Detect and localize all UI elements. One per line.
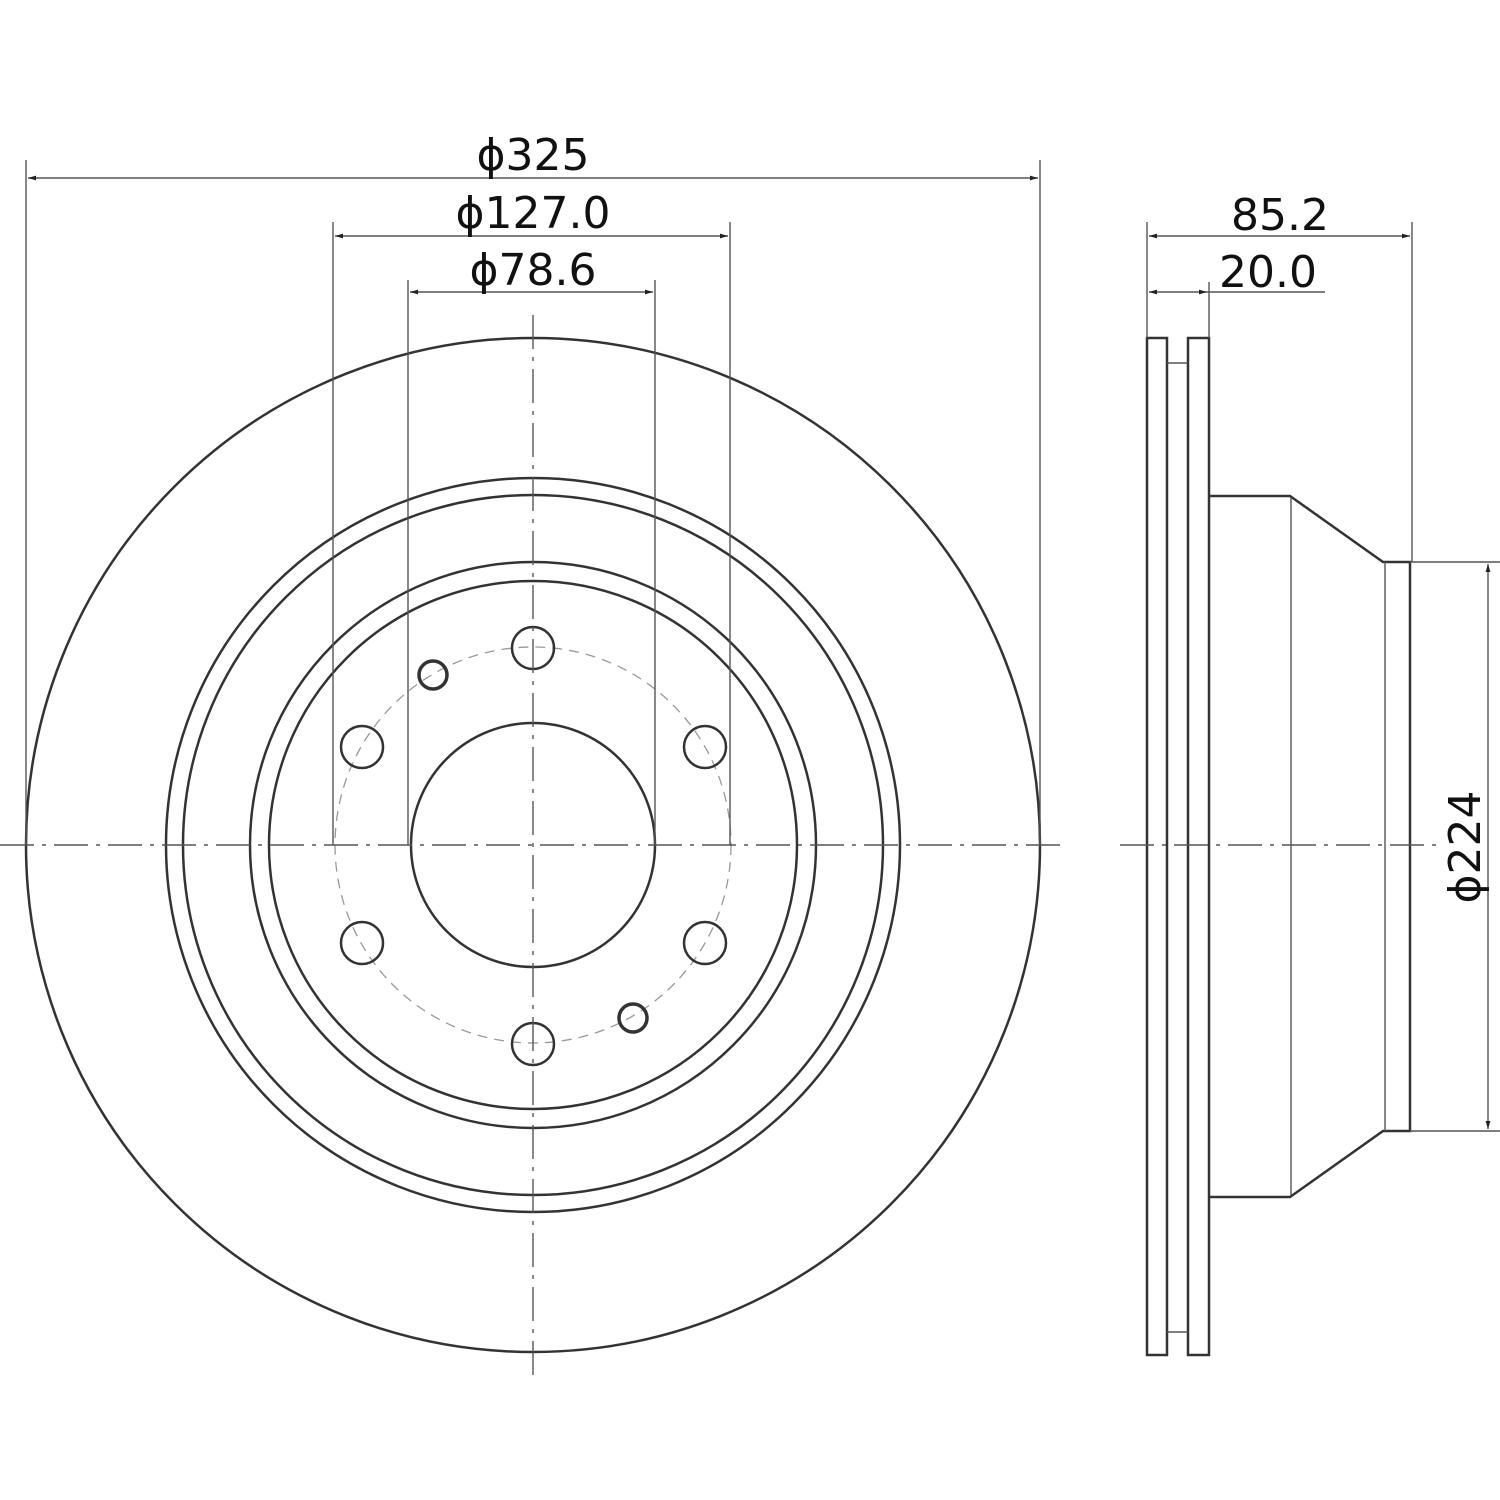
hat-profile [1209, 494, 1412, 1199]
dimension-bolt-circle: ϕ127.0 [456, 188, 611, 239]
bolt-hole [339, 724, 385, 770]
dimension-center-bore: ϕ78.6 [470, 245, 597, 296]
dimension-total-height: 85.2 [1231, 190, 1329, 241]
hub-face-edge [267, 579, 799, 1111]
outer-friction-plate [1145, 336, 1169, 1357]
front-view: ϕ325 ϕ127.0 ϕ78.6 [0, 130, 1065, 1380]
bolt-hole [339, 920, 385, 966]
dimension-thickness: 20.0 [1219, 247, 1317, 298]
inner-friction-plate [1186, 336, 1211, 1357]
bolt-hole [682, 920, 728, 966]
dimension-outer-diameter: ϕ325 [476, 130, 589, 181]
bolt-hole [682, 724, 728, 770]
side-view: 85.2 20.0 ϕ224 [1120, 190, 1500, 1357]
dimension-hat-diameter: ϕ224 [1440, 790, 1491, 903]
locating-hole [617, 1002, 649, 1034]
locating-hole [417, 659, 449, 691]
